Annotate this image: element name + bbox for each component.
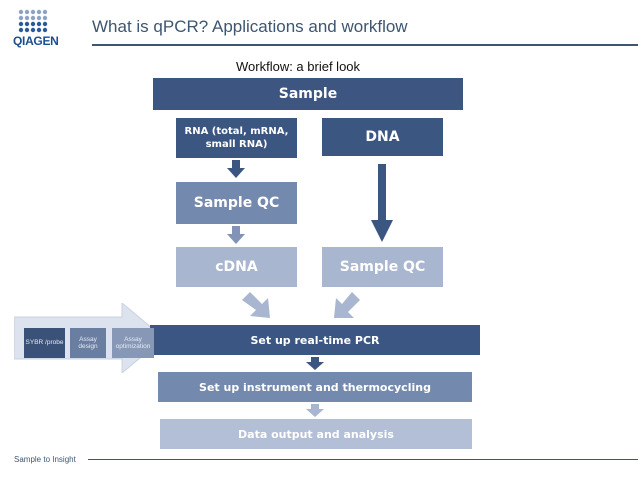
- substep-sybr-probe: SYBR /probe: [24, 328, 65, 358]
- arrow-dna-to-qc: [371, 164, 393, 242]
- arrow-instrument-to-output: [306, 404, 324, 417]
- node-rna: RNA (total, mRNA, small RNA): [176, 118, 297, 158]
- arrow-qc-to-pcr: [334, 292, 360, 318]
- node-sample-qc-dna: Sample QC: [322, 247, 443, 287]
- node-data-output: Data output and analysis: [160, 419, 472, 449]
- qiagen-logo-dots: [18, 9, 48, 33]
- node-setup-pcr: Set up real-time PCR: [150, 325, 480, 355]
- arrow-pcr-to-instrument: [306, 357, 324, 370]
- header-divider: [92, 44, 638, 46]
- arrow-cdna-to-pcr: [242, 292, 270, 318]
- node-instrument: Set up instrument and thermocycling: [158, 372, 472, 402]
- substep-assay-design: Assay design: [70, 328, 106, 358]
- arrow-rna-to-qc: [227, 160, 245, 178]
- arrow-qc-to-cdna: [227, 226, 245, 244]
- diagram-heading: Workflow: a brief look: [236, 59, 361, 74]
- node-sample-qc-rna: Sample QC: [176, 182, 297, 224]
- footer-tagline: Sample to Insight: [14, 455, 76, 464]
- substep-assay-optimization: Assay optimization: [112, 328, 154, 358]
- footer-divider: [88, 459, 638, 460]
- node-sample: Sample: [153, 78, 463, 110]
- node-dna: DNA: [322, 118, 443, 156]
- logo-text: QIAGEN: [13, 34, 59, 48]
- node-cdna: cDNA: [176, 247, 297, 287]
- page-title: What is qPCR? Applications and workflow: [92, 17, 408, 36]
